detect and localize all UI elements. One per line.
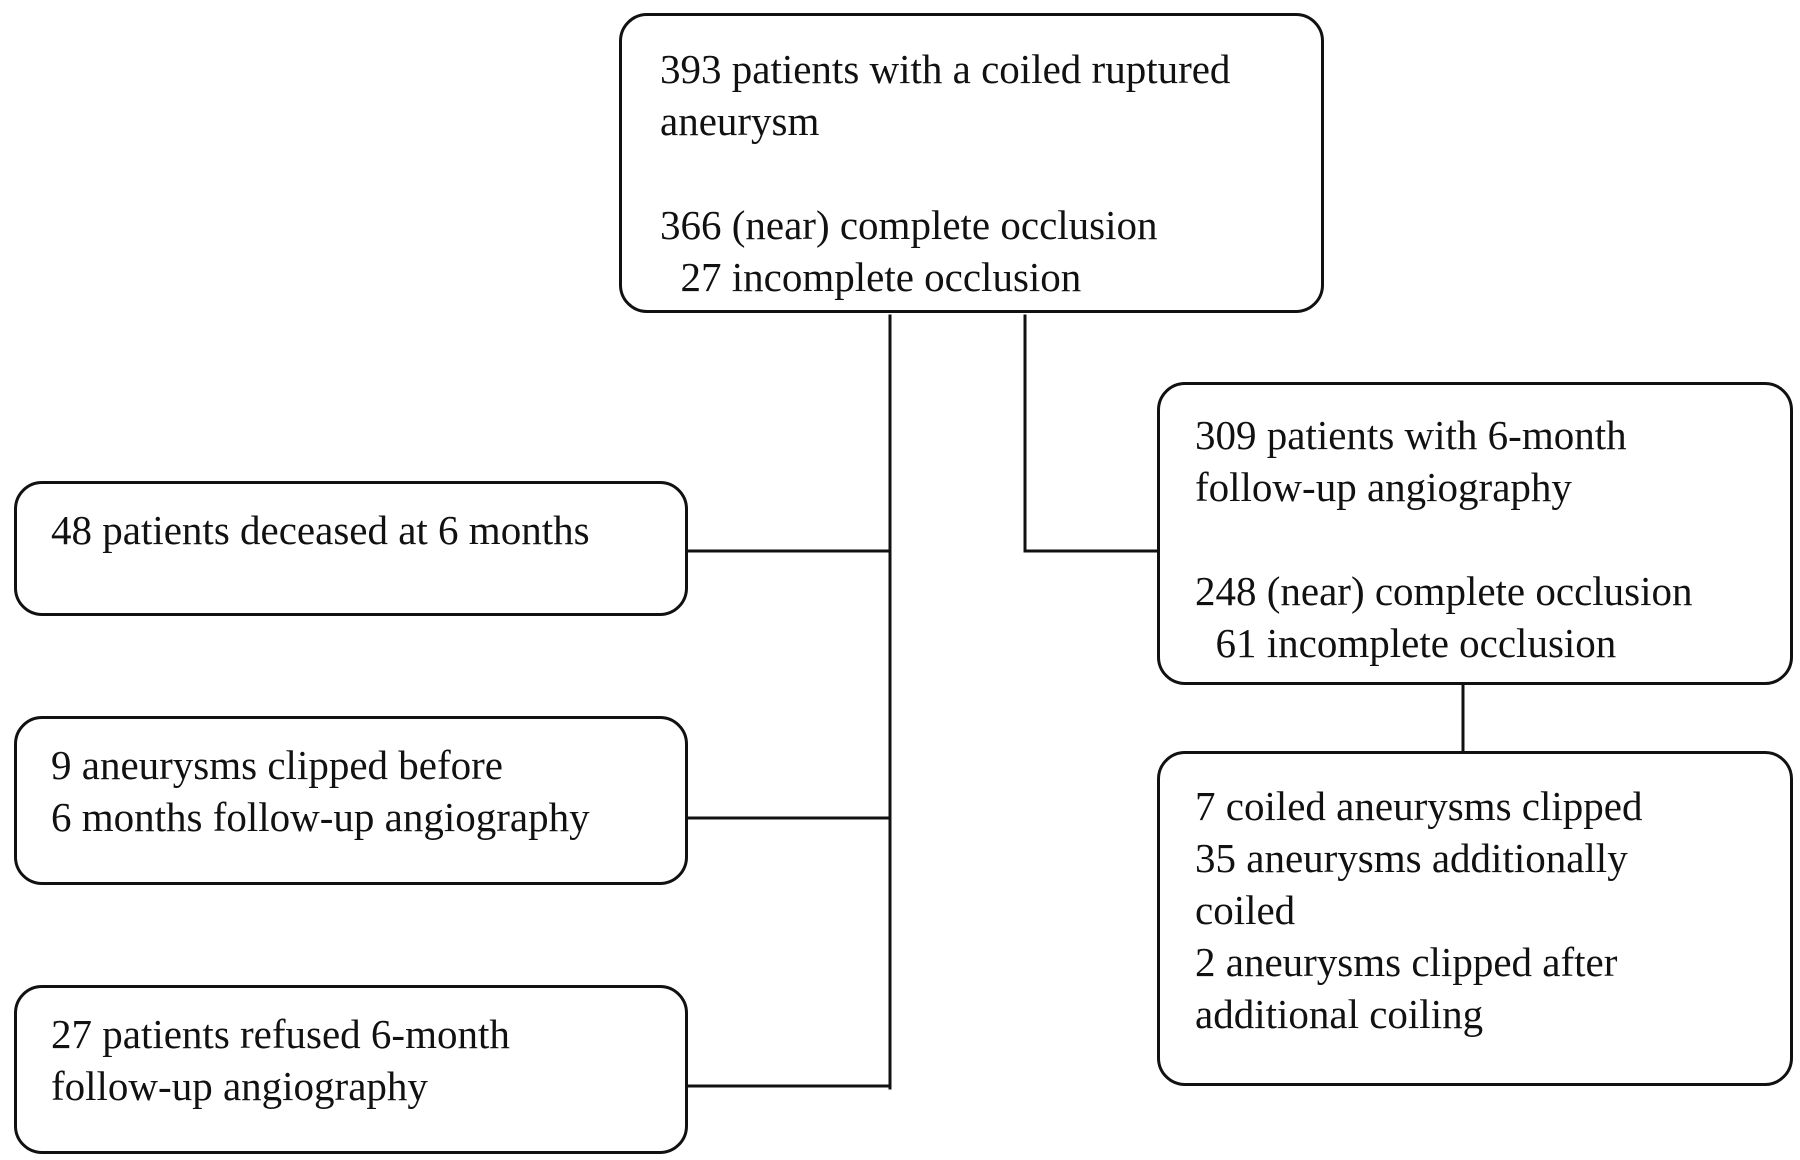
box-line: aneurysm xyxy=(660,98,820,144)
box-line: 393 patients with a coiled ruptured xyxy=(660,46,1231,92)
box-line: 366 (near) complete occlusion xyxy=(660,202,1158,248)
box-line: additional coiling xyxy=(1195,991,1484,1037)
box-line: follow-up angiography xyxy=(51,1063,428,1109)
box-line: 6 months follow-up angiography xyxy=(51,794,590,840)
box-deceased-at-6-months: 48 patients deceased at 6 months xyxy=(14,481,688,616)
box-clipped-before-followup: 9 aneurysms clipped before 6 months foll… xyxy=(14,716,688,885)
box-coiled-ruptured-aneurysm-patients: 393 patients with a coiled ruptured aneu… xyxy=(619,13,1324,313)
box-line: 27 patients refused 6-month xyxy=(51,1011,510,1057)
box-line: coiled xyxy=(1195,887,1296,933)
box-line: 9 aneurysms clipped before xyxy=(51,742,503,788)
box-6-month-followup-angiography: 309 patients with 6-month follow-up angi… xyxy=(1157,382,1793,685)
box-line: 248 (near) complete occlusion xyxy=(1195,568,1693,614)
box-line: 27 incomplete occlusion xyxy=(660,254,1082,300)
box-line: follow-up angiography xyxy=(1195,464,1572,510)
box-line: 61 incomplete occlusion xyxy=(1195,620,1617,666)
box-line: 7 coiled aneurysms clipped xyxy=(1195,783,1643,829)
box-line: 48 patients deceased at 6 months xyxy=(51,507,590,553)
box-line: 309 patients with 6-month xyxy=(1195,412,1627,458)
box-refused-followup: 27 patients refused 6-month follow-up an… xyxy=(14,985,688,1154)
box-line: 2 aneurysms clipped after xyxy=(1195,939,1618,985)
box-line: 35 aneurysms additionally xyxy=(1195,835,1628,881)
line-spacer xyxy=(1195,513,1790,565)
line-spacer xyxy=(660,147,1321,199)
box-treatment-outcomes: 7 coiled aneurysms clipped 35 aneurysms … xyxy=(1157,751,1793,1086)
